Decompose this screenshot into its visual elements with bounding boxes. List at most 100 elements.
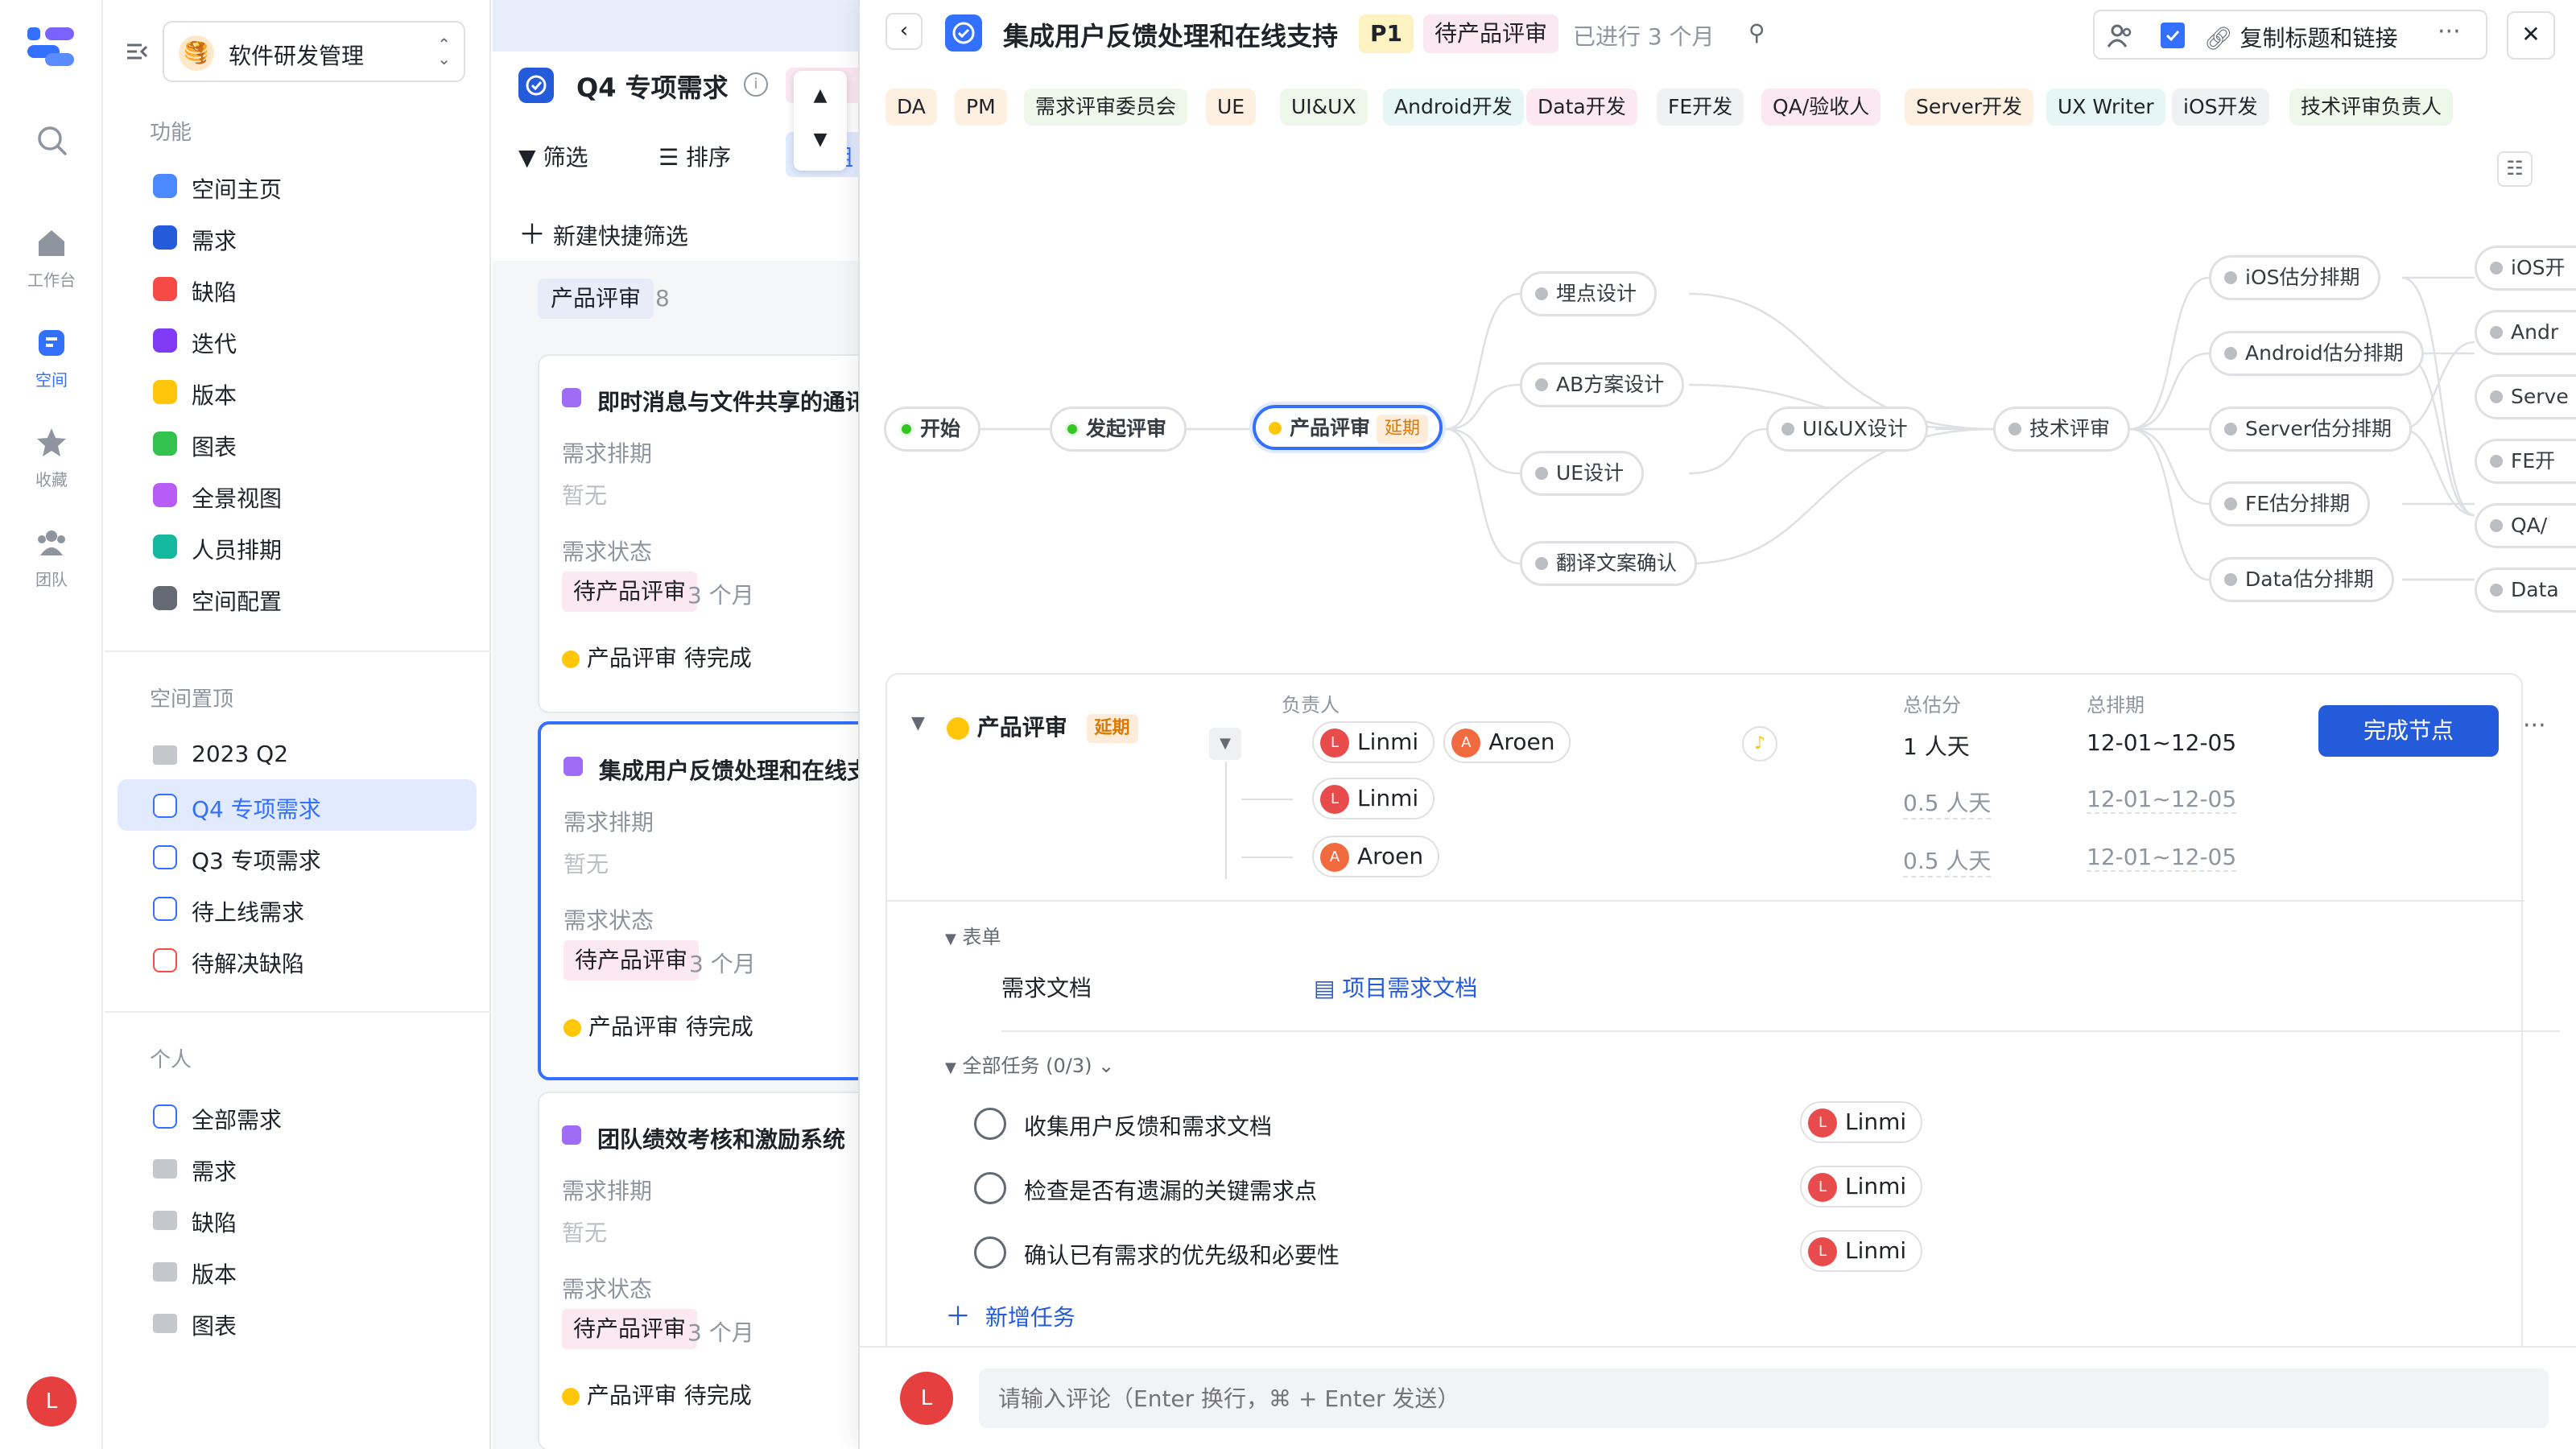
role-tag[interactable]: Android开发: [1383, 89, 1524, 126]
rail-item-team[interactable]: 团队: [0, 525, 103, 590]
sub-schedule[interactable]: 12-01~12-05: [2087, 786, 2237, 814]
sidebar-item-panorama[interactable]: 全景视图: [118, 469, 477, 520]
complete-node-button[interactable]: 完成节点: [2318, 705, 2499, 757]
back-button[interactable]: ‹: [886, 13, 923, 50]
collapse-sidebar-icon[interactable]: [124, 39, 150, 64]
sidebar-item-staff-schedule[interactable]: 人员排期: [118, 520, 477, 572]
flow-node-server-estimate[interactable]: Server估分排期: [2209, 407, 2412, 452]
requirement-card[interactable]: 即时消息与文件共享的通讯 需求排期 暂无 需求状态 待产品评审 3 个月 产品评…: [538, 354, 876, 713]
role-tag[interactable]: 需求评审委员会: [1024, 89, 1188, 126]
flow-node-android-dev[interactable]: Andr: [2475, 310, 2576, 355]
bookmark-icon[interactable]: [2161, 23, 2185, 48]
scroll-arrows[interactable]: ▲ ▼: [794, 71, 847, 171]
sidebar-item-q3-special[interactable]: Q3 专项需求: [118, 831, 477, 882]
add-task-button[interactable]: ＋ 新增任务: [945, 1301, 1075, 1331]
sidebar-item-iterations[interactable]: 迭代: [118, 314, 477, 365]
more-icon[interactable]: ···: [2438, 18, 2461, 46]
expand-owners-icon[interactable]: ▼: [1209, 728, 1241, 760]
priority-badge[interactable]: P1: [1359, 14, 1414, 53]
task-checkbox[interactable]: [974, 1172, 1006, 1204]
comment-input[interactable]: [979, 1368, 2549, 1428]
sidebar-item-requirements[interactable]: 需求: [118, 211, 477, 262]
app-logo[interactable]: [24, 24, 77, 69]
search-icon[interactable]: [0, 122, 103, 164]
bell-icon[interactable]: ♪: [1742, 726, 1777, 762]
task-checkbox[interactable]: [974, 1236, 1006, 1269]
sub-estimate[interactable]: 0.5 人天: [1903, 786, 1992, 819]
flow-node-product-review[interactable]: 产品评审 延期: [1253, 405, 1443, 450]
rail-item-space[interactable]: 空间: [0, 325, 103, 390]
role-tag[interactable]: UE: [1206, 89, 1257, 126]
sidebar-item-my-versions[interactable]: 版本: [118, 1245, 477, 1296]
workspace-selector[interactable]: 🥞 软件研发管理 ⌃⌄: [163, 21, 465, 82]
flow-settings-icon[interactable]: ☷: [2497, 151, 2533, 187]
flow-node-ios-estimate[interactable]: iOS估分排期: [2209, 255, 2380, 300]
task-checkbox[interactable]: [974, 1108, 1006, 1140]
arrow-down-icon[interactable]: ▼: [813, 130, 828, 150]
collapse-caret-icon[interactable]: ▼: [911, 713, 925, 733]
sidebar-item-charts[interactable]: 图表: [118, 417, 477, 469]
user-avatar[interactable]: L: [27, 1377, 76, 1426]
flow-node-initiate-review[interactable]: 发起评审: [1050, 407, 1187, 452]
sidebar-item-space-config[interactable]: 空间配置: [118, 572, 477, 623]
flow-node-fe-estimate[interactable]: FE估分排期: [2209, 481, 2371, 526]
members-icon[interactable]: [2106, 21, 2135, 50]
sidebar-item-my-requirements[interactable]: 需求: [118, 1141, 477, 1193]
role-tag[interactable]: DA: [886, 89, 937, 126]
sidebar-item-all-requirements[interactable]: 全部需求: [118, 1090, 477, 1141]
role-tag[interactable]: FE开发: [1657, 89, 1744, 126]
copy-link-button[interactable]: 🔗︎ 复制标题和链接: [2204, 25, 2398, 52]
more-icon[interactable]: ···: [2523, 712, 2546, 740]
flow-node-ab-design[interactable]: AB方案设计: [1520, 362, 1685, 407]
flow-node-tech-review[interactable]: 技术评审: [1993, 407, 2131, 452]
pin-icon[interactable]: ⚲: [1748, 19, 1765, 46]
role-tag[interactable]: iOS开发: [2172, 89, 2269, 126]
requirement-card[interactable]: 团队绩效考核和激励系统 需求排期 暂无 需求状态 待产品评审 3 个月 产品评审…: [538, 1092, 876, 1449]
requirement-card-selected[interactable]: 集成用户反馈处理和在线支 需求排期 暂无 需求状态 待产品评审 3 个月 产品评…: [538, 721, 876, 1080]
flow-node-data-estimate[interactable]: Data估分排期: [2209, 557, 2394, 602]
role-tag[interactable]: 技术评审负责人: [2289, 89, 2454, 126]
tasks-section-toggle[interactable]: ▼ 全部任务 (0/3) ⌄: [945, 1055, 1115, 1077]
close-button[interactable]: ✕: [2507, 11, 2555, 60]
sidebar-item-my-bugs[interactable]: 缺陷: [118, 1193, 477, 1245]
sidebar-item-pending-release[interactable]: 待上线需求: [118, 882, 477, 934]
filter-button[interactable]: ▼ 筛选: [518, 144, 588, 171]
doc-link[interactable]: ▤ 项目需求文档: [1314, 975, 1478, 1001]
rail-item-favorites[interactable]: 收藏: [0, 425, 103, 490]
flow-node-translation[interactable]: 翻译文案确认: [1520, 541, 1698, 586]
role-tag[interactable]: PM: [955, 89, 1007, 126]
flow-node-ue-design[interactable]: UE设计: [1520, 451, 1645, 496]
role-tag[interactable]: UI&UX: [1280, 89, 1368, 126]
sidebar-item-versions[interactable]: 版本: [118, 365, 477, 417]
sidebar-item-q4-special[interactable]: Q4 专项需求: [118, 779, 477, 831]
role-tag[interactable]: Server开发: [1905, 89, 2033, 126]
info-icon[interactable]: i: [744, 72, 768, 97]
sub-schedule[interactable]: 12-01~12-05: [2087, 844, 2237, 872]
role-tag[interactable]: UX Writer: [2046, 89, 2165, 126]
flow-node-data-dev[interactable]: Data: [2475, 568, 2576, 613]
status-badge[interactable]: 待产品评审: [1423, 14, 1559, 53]
sidebar-item-my-charts[interactable]: 图表: [118, 1296, 477, 1348]
new-quick-filter-button[interactable]: ＋ 新建快捷筛选: [518, 219, 688, 251]
flow-node-android-estimate[interactable]: Android估分排期: [2209, 331, 2424, 376]
flow-node-fe-dev[interactable]: FE开: [2475, 439, 2576, 484]
sub-estimate[interactable]: 0.5 人天: [1903, 844, 1992, 877]
form-section-toggle[interactable]: ▼ 表单: [945, 926, 1001, 948]
arrow-up-icon[interactable]: ▲: [813, 85, 828, 105]
sidebar-item-bugs[interactable]: 缺陷: [118, 262, 477, 314]
total-schedule[interactable]: 12-01~12-05: [2087, 729, 2237, 756]
sort-button[interactable]: ☰ 排序: [658, 144, 732, 171]
group-label[interactable]: 产品评审: [538, 279, 654, 319]
flow-node-qa[interactable]: QA/: [2475, 503, 2576, 548]
flow-node-ios-dev[interactable]: iOS开: [2475, 246, 2576, 291]
flow-node-tracking-design[interactable]: 埋点设计: [1520, 271, 1657, 316]
